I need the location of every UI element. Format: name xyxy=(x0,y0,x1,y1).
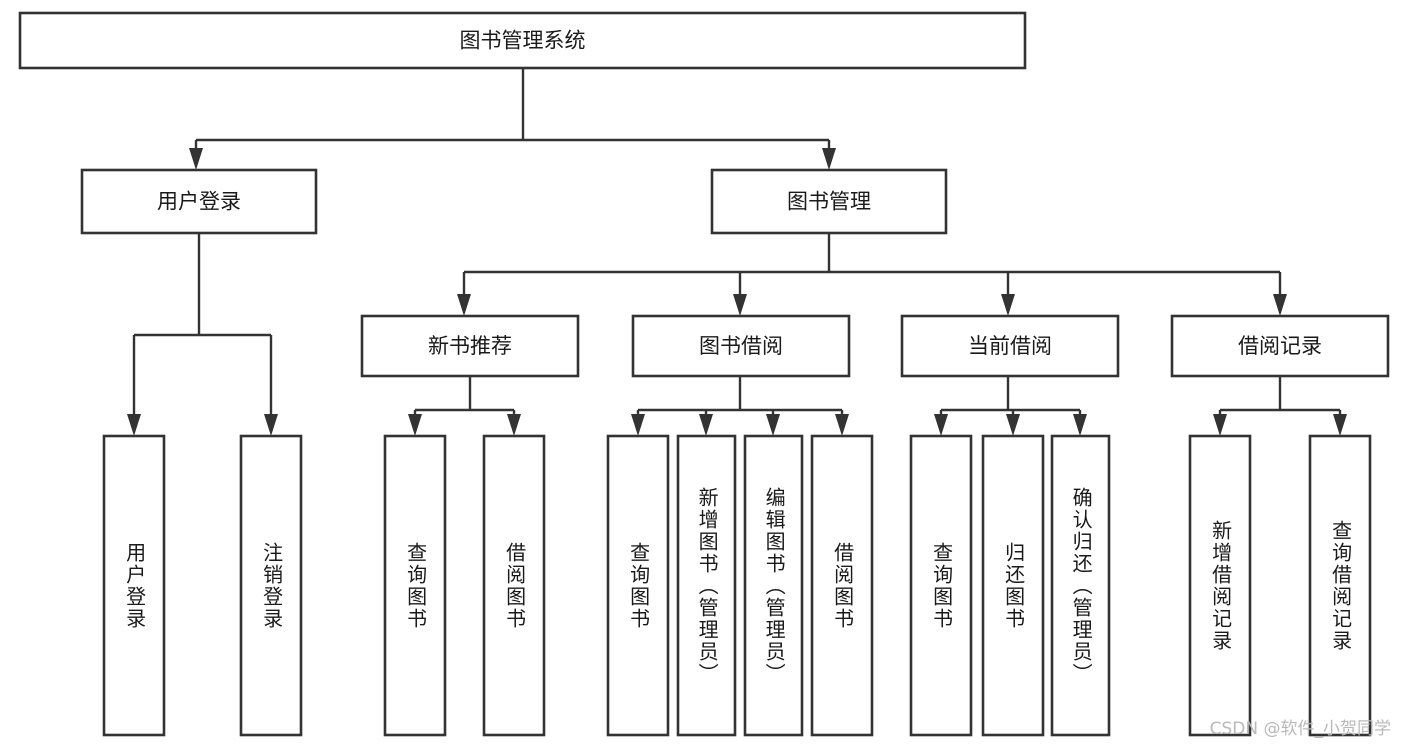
node-new-book-recommend-label: 新书推荐 xyxy=(428,334,512,358)
node-book-management-label: 图书管理 xyxy=(787,190,871,214)
node-leaf-edit-book-admin-box[interactable] xyxy=(743,434,804,737)
node-new-book-recommend[interactable] xyxy=(360,314,580,378)
node-leaf-return-book-box[interactable] xyxy=(981,434,1045,737)
arrowhead-icon xyxy=(127,414,141,436)
node-root-box[interactable] xyxy=(18,11,1027,70)
arrowhead-icon xyxy=(1273,294,1287,316)
connector-layer xyxy=(127,68,1347,436)
arrowhead-icon xyxy=(189,148,203,170)
node-root-label: 图书管理系统 xyxy=(460,29,586,53)
arrowhead-icon xyxy=(1333,414,1347,436)
node-leaf-query-borrow-record-box[interactable] xyxy=(1308,434,1372,737)
node-user-login-box[interactable] xyxy=(80,168,318,235)
node-book-borrow-box[interactable] xyxy=(631,314,851,378)
node-user-login-label: 用户登录 xyxy=(157,190,241,214)
node-leaf-add-book-admin-box[interactable] xyxy=(676,434,737,737)
arrowhead-icon xyxy=(835,414,849,436)
arrowhead-icon xyxy=(766,414,780,436)
arrowhead-icon xyxy=(1213,414,1227,436)
node-book-borrow[interactable] xyxy=(631,314,851,378)
node-leaf-borrow-book-1-box[interactable] xyxy=(482,434,546,737)
arrowhead-icon xyxy=(733,294,747,316)
arrowhead-icon xyxy=(631,414,645,436)
node-leaf-confirm-return-admin-box[interactable] xyxy=(1050,434,1111,737)
node-leaf-user-login-box[interactable] xyxy=(102,434,166,737)
node-leaf-query-book-1-box[interactable] xyxy=(383,434,447,737)
arrowhead-icon xyxy=(264,414,278,436)
node-borrow-record-label: 借阅记录 xyxy=(1238,334,1322,358)
node-user-login[interactable] xyxy=(80,168,318,235)
node-new-book-recommend-box[interactable] xyxy=(360,314,580,378)
node-leaf-add-borrow-record-box[interactable] xyxy=(1188,434,1252,737)
csdn-watermark: CSDN @软件_小贺同学 xyxy=(1209,719,1391,739)
node-current-borrow-box[interactable] xyxy=(900,314,1120,378)
arrowhead-icon xyxy=(699,414,713,436)
arrowhead-icon xyxy=(934,414,948,436)
node-leaf-logout-login-box[interactable] xyxy=(239,434,303,737)
node-leaf-query-book-3-box[interactable] xyxy=(909,434,973,737)
node-current-borrow[interactable] xyxy=(900,314,1120,378)
arrowhead-icon xyxy=(822,148,836,170)
arrowhead-icon xyxy=(507,414,521,436)
node-borrow-record[interactable] xyxy=(1170,314,1390,378)
node-book-management[interactable] xyxy=(710,168,948,235)
node-borrow-record-box[interactable] xyxy=(1170,314,1390,378)
node-book-management-box[interactable] xyxy=(710,168,948,235)
node-leaf-query-book-2-box[interactable] xyxy=(606,434,670,737)
node-leaf-borrow-book-2-box[interactable] xyxy=(810,434,874,737)
arrowhead-icon xyxy=(1001,294,1015,316)
node-current-borrow-label: 当前借阅 xyxy=(968,334,1052,358)
node-root[interactable] xyxy=(18,11,1027,70)
arrowhead-icon xyxy=(1073,414,1087,436)
arrowhead-icon xyxy=(1006,414,1020,436)
node-box-layer xyxy=(18,11,1390,737)
node-book-borrow-label: 图书借阅 xyxy=(699,334,783,358)
arrowhead-icon xyxy=(457,294,471,316)
arrowhead-icon xyxy=(408,414,422,436)
